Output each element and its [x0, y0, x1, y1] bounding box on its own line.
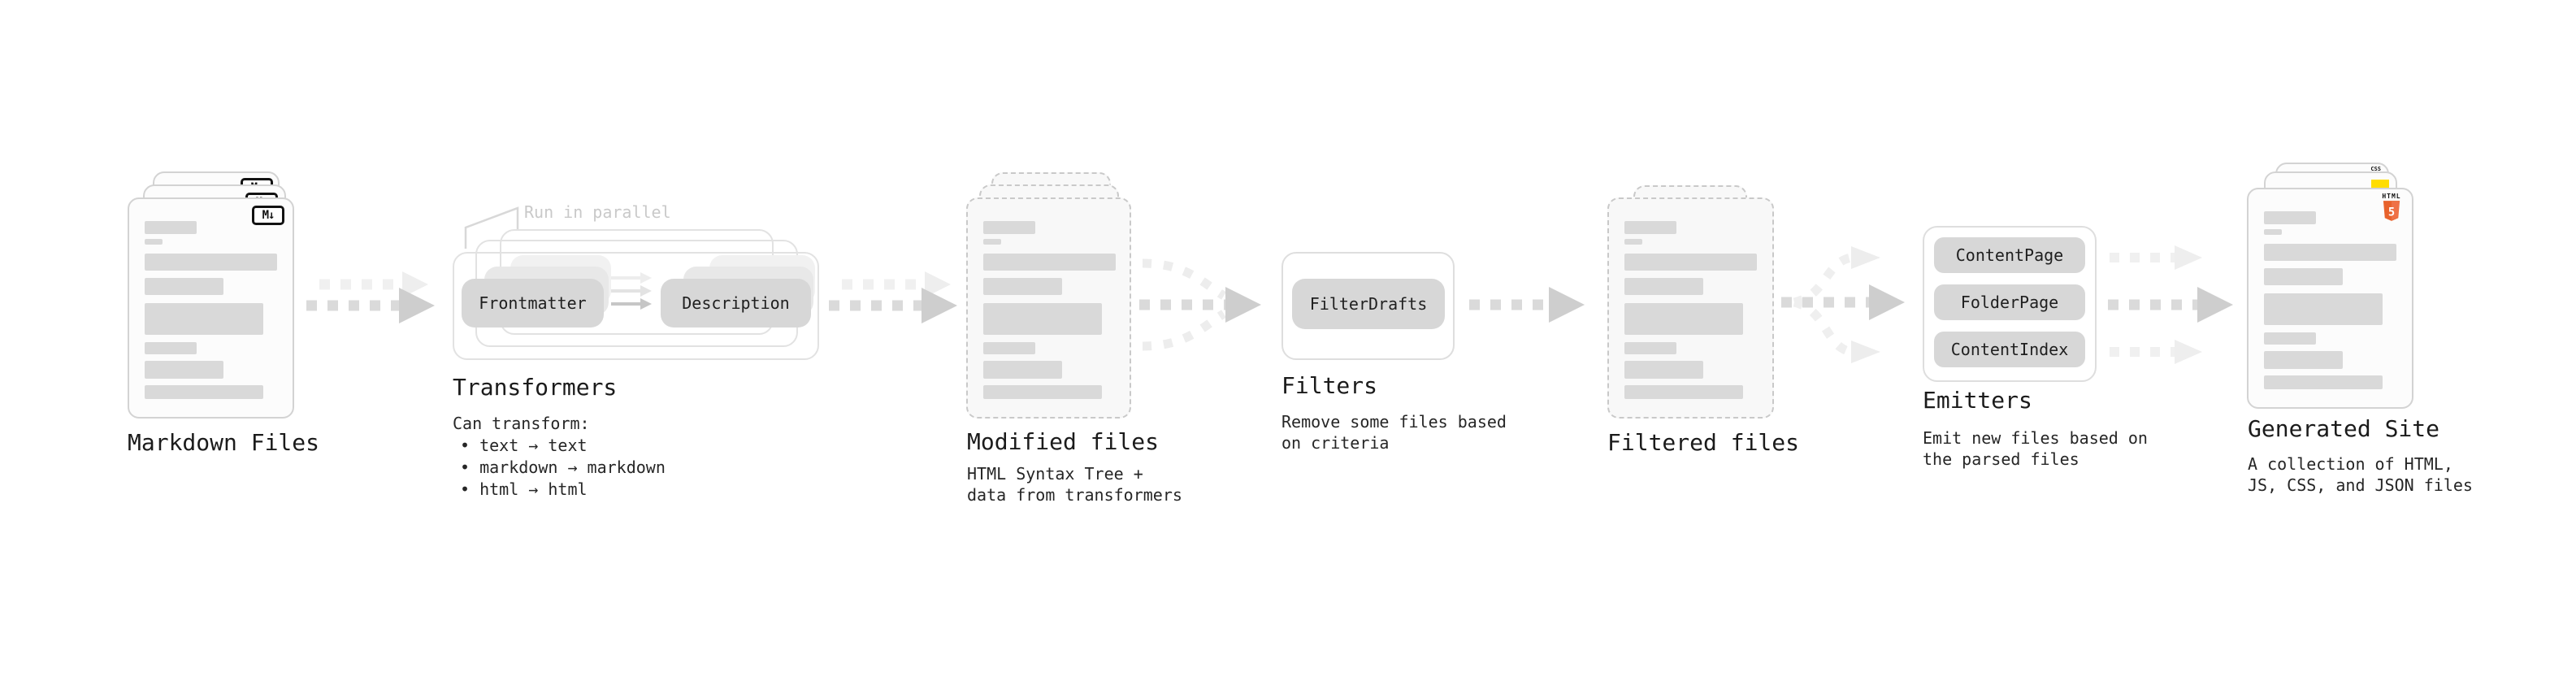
- arrow-transformers-to-modified-icon: [829, 271, 957, 323]
- transformers-title: Transformers: [453, 374, 618, 401]
- markdown-files-title: Markdown Files: [128, 429, 320, 456]
- placeholder-text-lines: [983, 221, 1116, 399]
- arrow-emitters-to-site-icon: [2108, 245, 2233, 364]
- transformers-desc-heading: Can transform:: [453, 414, 590, 433]
- run-in-parallel-note: Run in parallel: [524, 202, 671, 222]
- modified-file-card-front: [966, 197, 1131, 419]
- parallel-transform-arrows-icon: [611, 272, 652, 310]
- filtered-files-title: Filtered files: [1607, 429, 1800, 456]
- placeholder-text-lines: [145, 221, 277, 399]
- arrow-markdown-to-transformers-icon: [306, 271, 435, 323]
- placeholder-line: [1624, 385, 1743, 399]
- placeholder-line: [983, 361, 1062, 379]
- filters-desc: Remove some files based on criteria: [1281, 412, 1507, 453]
- html5-number: 5: [2388, 206, 2395, 219]
- transformers-bullet-list: • text → text • markdown → markdown • ht…: [460, 435, 666, 501]
- markdown-file-card-front: M↓: [128, 197, 294, 419]
- arrow-modified-to-filters-icon: [1139, 258, 1261, 351]
- placeholder-line: [2264, 375, 2383, 389]
- placeholder-line: [1624, 221, 1676, 234]
- placeholder-text-lines: [2264, 211, 2396, 389]
- bullet-item: • html → html: [460, 479, 588, 499]
- modified-files-stack: [966, 172, 1133, 421]
- placeholder-line: [1624, 239, 1642, 245]
- markdown-icon: M↓: [252, 206, 284, 225]
- placeholder-line: [2264, 211, 2316, 224]
- emitters-desc: Emit new files based on the parsed files: [1923, 428, 2148, 469]
- note-leader-line: [464, 206, 519, 249]
- placeholder-line: [145, 303, 263, 335]
- placeholder-line: [983, 342, 1035, 354]
- placeholder-line: [145, 254, 277, 271]
- placeholder-line: [2264, 244, 2396, 261]
- frontmatter-pill: Frontmatter: [462, 279, 604, 327]
- placeholder-line: [1624, 342, 1676, 354]
- placeholder-line: [145, 342, 197, 354]
- placeholder-line: [145, 278, 223, 295]
- generated-site-desc: A collection of HTML, JS, CSS, and JSON …: [2248, 454, 2473, 495]
- placeholder-line: [145, 361, 223, 379]
- contentpage-pill: ContentPage: [1934, 237, 2085, 273]
- bullet-item: • markdown → markdown: [460, 458, 666, 477]
- placeholder-line: [983, 385, 1102, 399]
- generated-site-stack: CSS HTML 5: [2247, 163, 2418, 411]
- placeholder-line: [2264, 268, 2343, 285]
- filterdrafts-pill: FilterDrafts: [1292, 279, 1445, 329]
- modified-files-title: Modified files: [967, 428, 1160, 455]
- placeholder-line: [2264, 351, 2343, 369]
- emitters-title: Emitters: [1923, 387, 2032, 414]
- filters-title: Filters: [1281, 372, 1378, 399]
- description-pill: Description: [661, 279, 811, 327]
- placeholder-line: [2264, 229, 2282, 235]
- contentindex-pill: ContentIndex: [1934, 332, 2085, 367]
- placeholder-line: [983, 254, 1116, 271]
- filtered-file-card-front: [1607, 197, 1774, 419]
- placeholder-line: [983, 239, 1001, 245]
- markdown-files-stack: M↓ M↓ M↓: [128, 171, 298, 420]
- transformer-box-front: [453, 252, 819, 360]
- placeholder-line: [145, 385, 263, 399]
- arrow-filtered-to-emitters-icon: [1781, 246, 1905, 363]
- placeholder-line: [2264, 332, 2316, 345]
- placeholder-text-lines: [1624, 221, 1757, 399]
- html5-label: HTML: [2382, 193, 2401, 200]
- placeholder-line: [1624, 361, 1703, 379]
- bullet-item: • text → text: [460, 436, 588, 455]
- placeholder-line: [983, 278, 1062, 295]
- placeholder-line: [145, 239, 163, 245]
- modified-files-desc: HTML Syntax Tree + data from transformer…: [967, 464, 1182, 505]
- placeholder-line: [983, 221, 1035, 234]
- placeholder-line: [1624, 278, 1703, 295]
- placeholder-line: [2264, 293, 2383, 325]
- js-icon: [2371, 180, 2389, 189]
- arrow-filters-to-filtered-icon: [1469, 287, 1585, 323]
- html-file-card-front: HTML 5: [2247, 188, 2413, 409]
- filtered-files-stack: [1607, 185, 1774, 421]
- generated-site-title: Generated Site: [2248, 415, 2440, 442]
- placeholder-line: [983, 303, 1102, 335]
- emitter-pill-list: ContentPage FolderPage ContentIndex: [1934, 237, 2085, 367]
- placeholder-line: [1624, 303, 1743, 335]
- placeholder-line: [1624, 254, 1757, 271]
- html5-icon: HTML 5: [2381, 193, 2402, 221]
- folderpage-pill: FolderPage: [1934, 284, 2085, 320]
- placeholder-line: [145, 221, 197, 234]
